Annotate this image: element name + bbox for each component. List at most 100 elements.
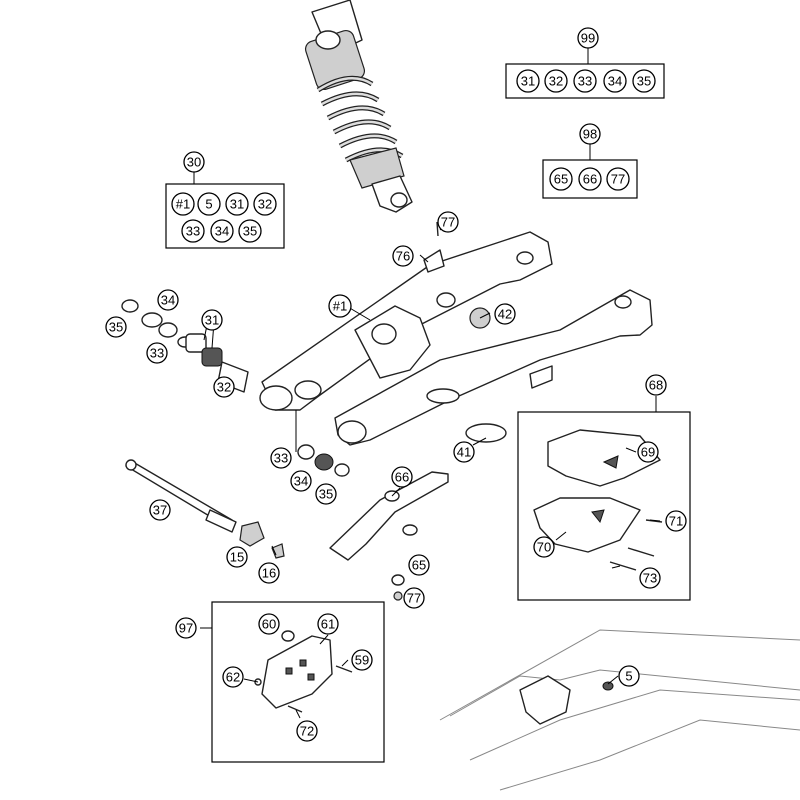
axle <box>125 459 285 559</box>
svg-text:34: 34 <box>608 74 622 89</box>
callout-99-33: 33 <box>573 69 597 93</box>
svg-text:77: 77 <box>611 172 625 187</box>
svg-text:61: 61 <box>321 617 335 632</box>
callout-99: 99 <box>577 27 599 49</box>
svg-text:66: 66 <box>395 470 409 485</box>
callout-30-35: 35 <box>238 219 262 243</box>
svg-text:32: 32 <box>217 380 231 395</box>
callout-61: 61 <box>317 613 339 635</box>
clip-and-screw <box>423 221 445 273</box>
callout-99-35: 35 <box>632 69 656 93</box>
callout-15: 15 <box>226 546 248 568</box>
inset-ghost-view <box>439 629 800 791</box>
callout-77-top: 77 <box>437 211 459 233</box>
pivot-hardware-bottom <box>297 444 350 477</box>
callout-30-34: 34 <box>210 219 234 243</box>
svg-text:#1: #1 <box>333 299 347 314</box>
svg-text:77: 77 <box>441 215 455 230</box>
svg-text:35: 35 <box>637 74 651 89</box>
callout-98-77: 77 <box>606 167 630 191</box>
svg-text:73: 73 <box>643 571 657 586</box>
svg-text:30: 30 <box>187 155 201 170</box>
svg-text:33: 33 <box>150 346 164 361</box>
svg-text:65: 65 <box>412 558 426 573</box>
callout-30-33: 33 <box>181 219 205 243</box>
svg-text:31: 31 <box>521 74 535 89</box>
svg-text:41: 41 <box>457 445 471 460</box>
callout-99-34: 34 <box>603 69 627 93</box>
callout-66: 66 <box>391 466 413 488</box>
svg-text:42: 42 <box>498 307 512 322</box>
svg-text:97: 97 <box>179 621 193 636</box>
callout-swingarm-1: #1 <box>328 294 352 318</box>
callout-31: 31 <box>201 309 223 331</box>
callout-70: 70 <box>533 536 555 558</box>
chain-guide-assembly <box>533 429 663 571</box>
svg-text:77: 77 <box>407 591 421 606</box>
svg-text:70: 70 <box>537 540 551 555</box>
svg-text:35: 35 <box>109 320 123 335</box>
svg-text:#1: #1 <box>176 197 190 212</box>
svg-text:34: 34 <box>294 474 308 489</box>
svg-text:33: 33 <box>186 224 200 239</box>
callout-5: 5 <box>618 665 640 687</box>
svg-text:35: 35 <box>319 487 333 502</box>
callout-97: 97 <box>175 617 197 639</box>
svg-text:65: 65 <box>554 172 568 187</box>
callout-37: 37 <box>149 499 171 521</box>
callout-35-left: 35 <box>105 316 127 338</box>
svg-text:71: 71 <box>669 514 683 529</box>
callout-98-65: 65 <box>549 167 573 191</box>
svg-text:62: 62 <box>226 670 240 685</box>
callout-30-5: 5 <box>197 192 221 216</box>
chain-slider <box>329 471 449 601</box>
callout-33-left: 33 <box>146 342 168 364</box>
svg-text:76: 76 <box>396 249 410 264</box>
svg-text:37: 37 <box>153 503 167 518</box>
callout-60: 60 <box>258 613 280 635</box>
callout-34-bottom: 34 <box>290 470 312 492</box>
svg-text:31: 31 <box>230 197 244 212</box>
pivot-hardware-left <box>121 299 249 393</box>
callout-42: 42 <box>494 303 516 325</box>
callout-73: 73 <box>639 567 661 589</box>
leader-lines <box>203 221 661 719</box>
svg-text:34: 34 <box>161 293 175 308</box>
callout-34-left: 34 <box>157 289 179 311</box>
callout-32: 32 <box>213 376 235 398</box>
bracket-assembly <box>254 630 353 713</box>
callout-98-66: 66 <box>578 167 602 191</box>
svg-text:69: 69 <box>641 445 655 460</box>
callout-98: 98 <box>579 123 601 145</box>
svg-text:5: 5 <box>625 669 632 684</box>
svg-text:33: 33 <box>578 74 592 89</box>
callout-16: 16 <box>258 562 280 584</box>
shock-absorber <box>304 0 413 213</box>
callout-30: 30 <box>183 151 205 173</box>
svg-text:16: 16 <box>262 566 276 581</box>
callout-76: 76 <box>392 245 414 267</box>
svg-text:15: 15 <box>230 550 244 565</box>
callout-35-bottom: 35 <box>315 483 337 505</box>
callout-33-bottom: 33 <box>270 447 292 469</box>
svg-text:5: 5 <box>205 197 212 212</box>
callout-30-32: 32 <box>253 192 277 216</box>
callout-59: 59 <box>351 649 373 671</box>
svg-text:32: 32 <box>549 74 563 89</box>
callout-41: 41 <box>453 441 475 463</box>
callout-65: 65 <box>408 554 430 576</box>
svg-text:34: 34 <box>215 224 229 239</box>
svg-text:99: 99 <box>581 31 595 46</box>
seal-part <box>465 423 507 443</box>
svg-text:66: 66 <box>583 172 597 187</box>
callout-99-32: 32 <box>544 69 568 93</box>
callout-72: 72 <box>296 720 318 742</box>
callout-71: 71 <box>665 510 687 532</box>
callout-68: 68 <box>645 374 667 396</box>
svg-text:60: 60 <box>262 617 276 632</box>
svg-text:33: 33 <box>274 451 288 466</box>
svg-text:68: 68 <box>649 378 663 393</box>
svg-text:59: 59 <box>355 653 369 668</box>
callout-77-bottom: 77 <box>403 587 425 609</box>
